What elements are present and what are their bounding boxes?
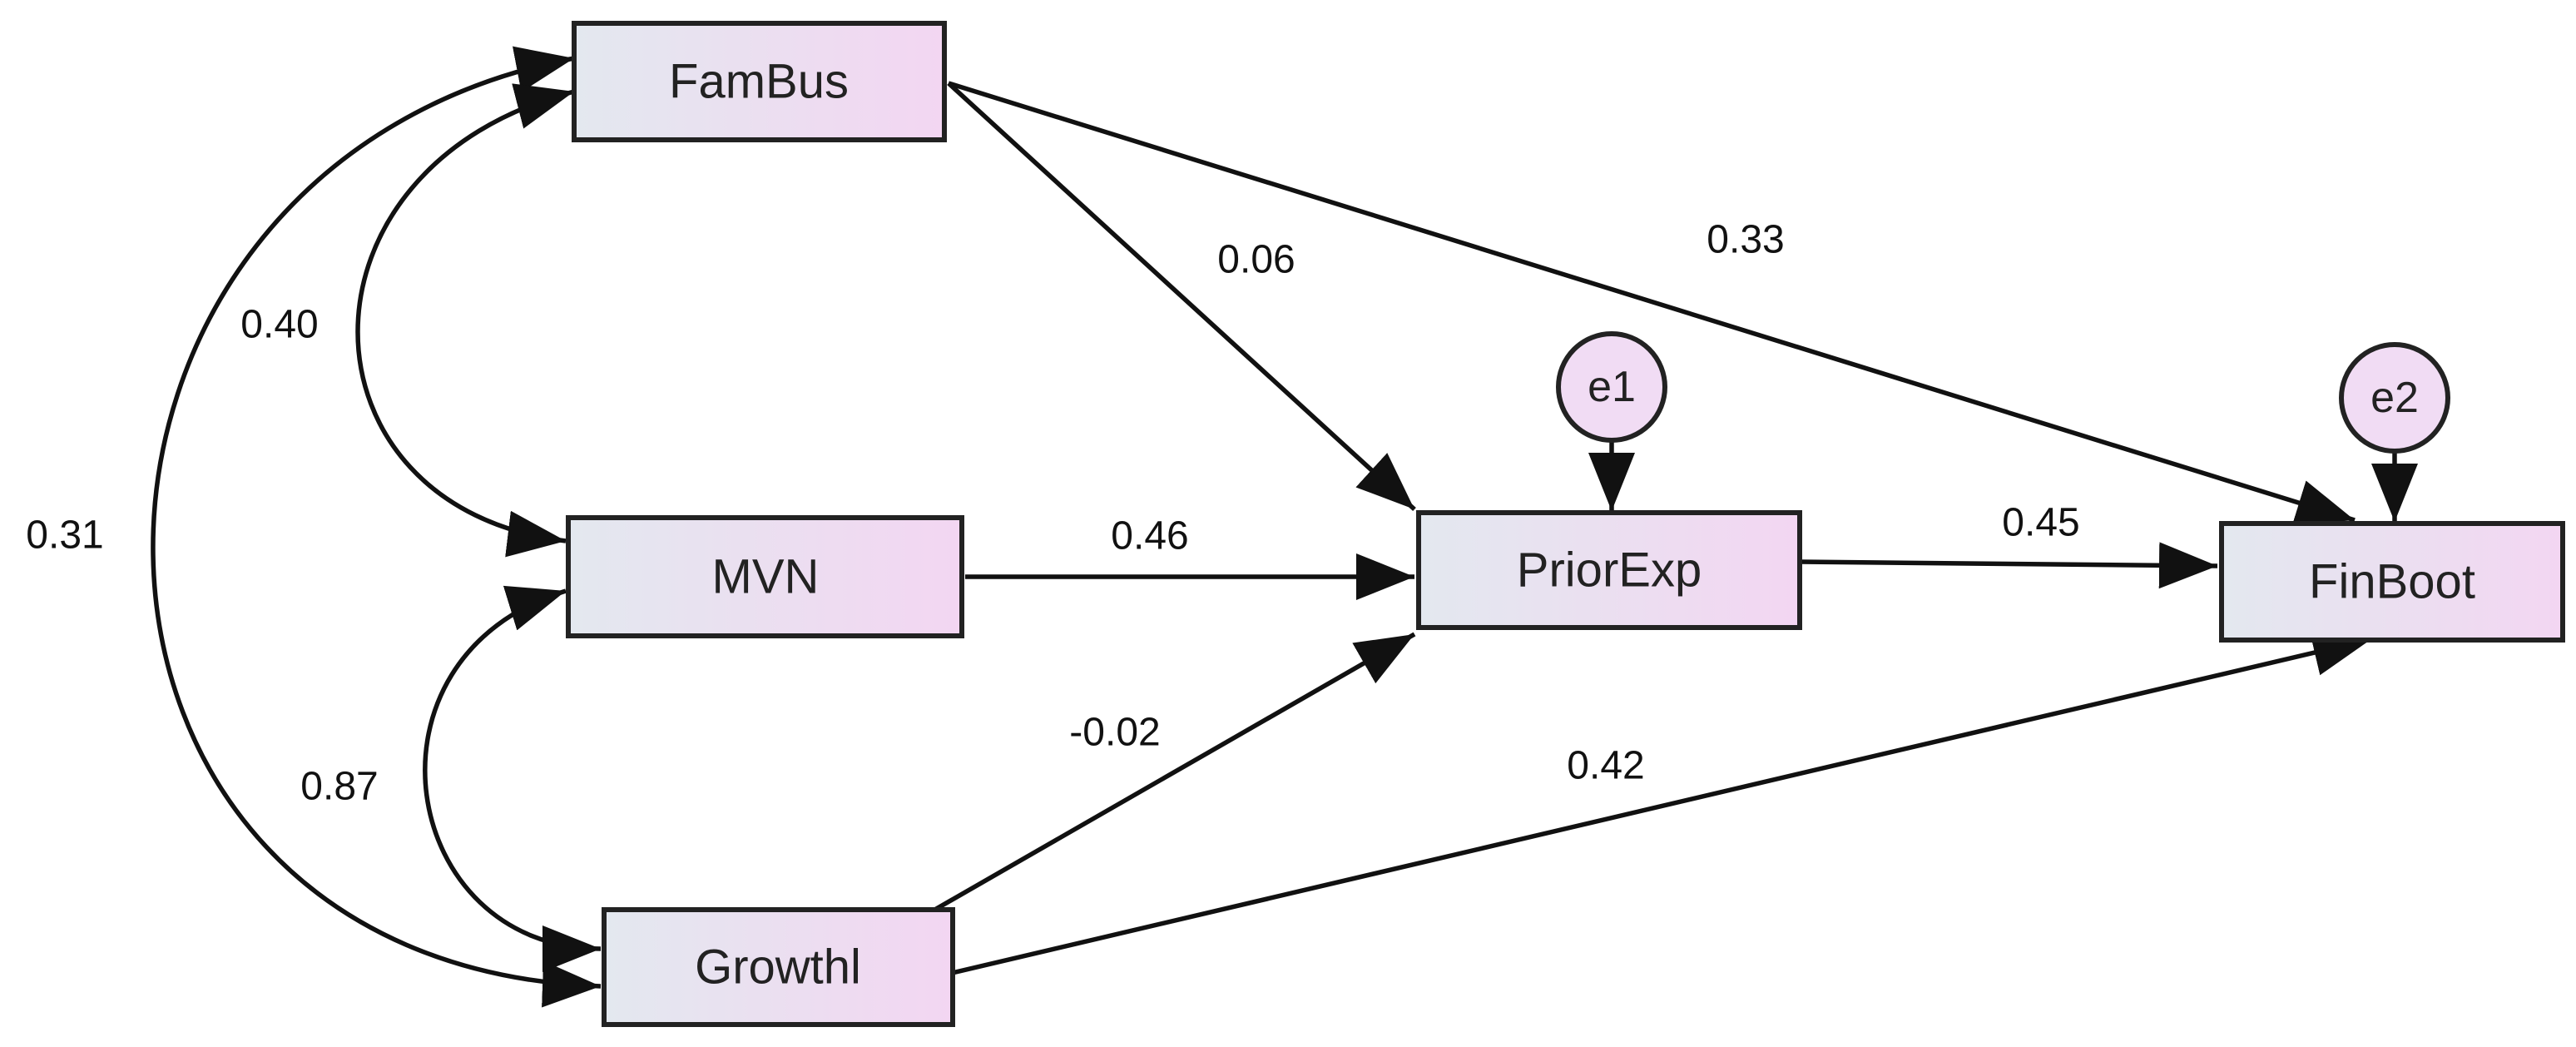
error-node-e1: e1 (1556, 331, 1667, 443)
correlation-curve-fambus-mvn (355, 83, 575, 558)
coefficient-fambus-priorexp: 0.06 (1217, 238, 1295, 282)
coefficient-fambus-finboot: 0.33 (1707, 218, 1784, 262)
node-mvn: MVN (566, 515, 964, 638)
path-arrow-fambus-priorexp (947, 81, 1416, 512)
coefficient-priorexp-finboot: 0.45 (2002, 501, 2079, 545)
node-fambus: FamBus (572, 21, 947, 142)
correlation-curve-fambus-growthl (151, 46, 602, 1008)
node-label-priorexp: PriorExp (1517, 543, 1702, 598)
node-finboot: FinBoot (2219, 521, 2565, 643)
coefficient-growthl-finboot: 0.42 (1567, 744, 1644, 788)
error-label-e1: e1 (1588, 363, 1636, 411)
node-label-mvn: MVN (712, 550, 820, 604)
node-label-fambus: FamBus (669, 55, 849, 109)
path-arrow-growthl-finboot (948, 629, 2372, 976)
node-label-growthl: Growthl (695, 940, 861, 995)
correlation-fambus-growthl: 0.31 (26, 514, 103, 558)
correlation-mvn-growthl: 0.87 (300, 765, 378, 809)
node-priorexp: PriorExp (1416, 510, 1802, 630)
node-growthl: Growthl (602, 907, 955, 1027)
error-node-e2: e2 (2339, 342, 2450, 454)
path-arrow-fambus-finboot (948, 81, 2356, 525)
path-arrow-priorexp-finboot (1799, 542, 2218, 589)
coefficient-growthl-priorexp: -0.02 (1069, 711, 1160, 755)
correlation-curve-mvn-growthl (423, 585, 602, 972)
coefficient-mvn-priorexp: 0.46 (1111, 514, 1188, 558)
path-arrow-growthl-priorexp (930, 632, 1416, 914)
node-label-finboot: FinBoot (2309, 555, 2475, 609)
error-label-e2: e2 (2370, 374, 2419, 422)
correlation-fambus-mvn: 0.40 (240, 303, 318, 347)
